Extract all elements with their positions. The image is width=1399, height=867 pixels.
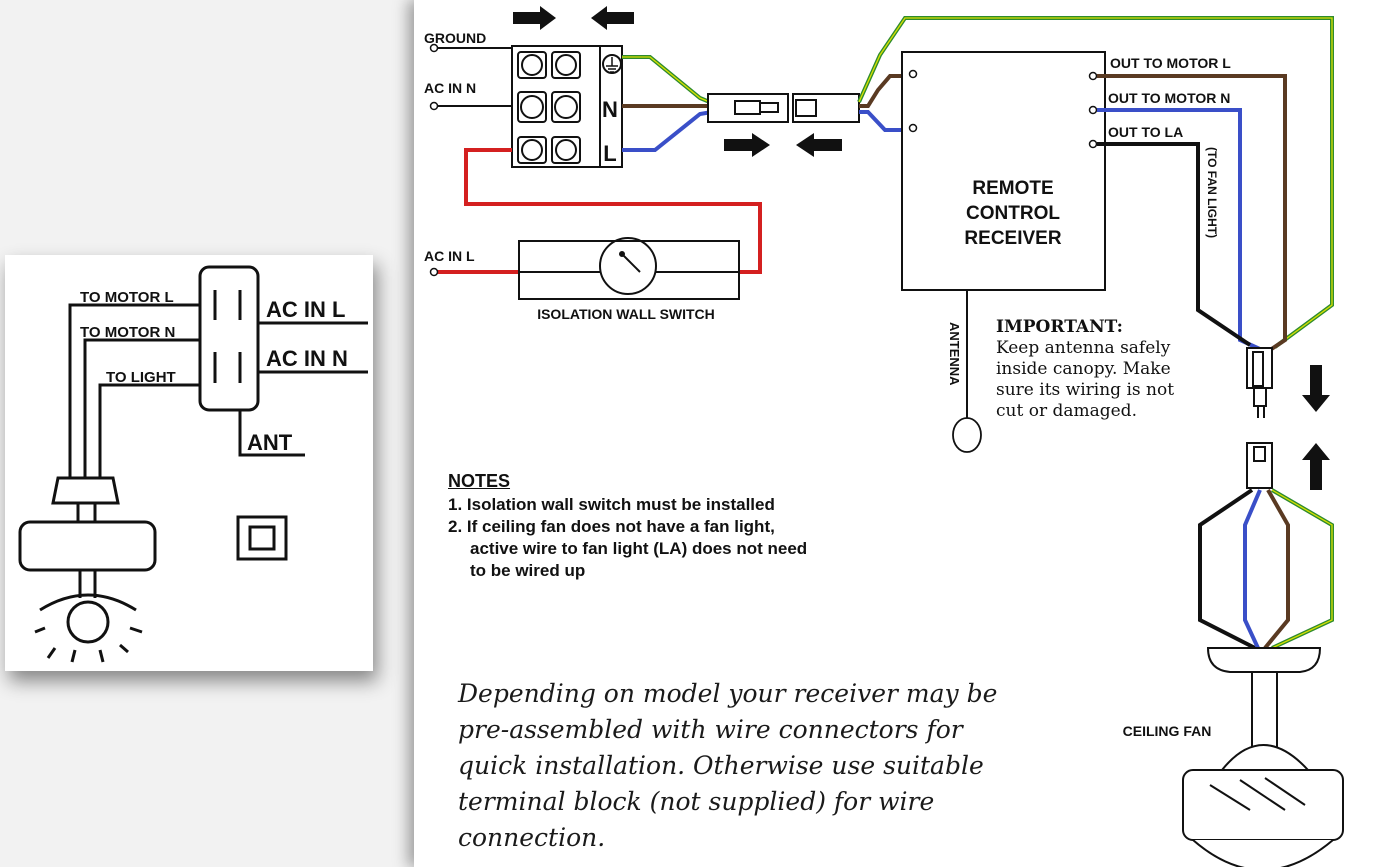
note-line-4: to be wired up — [470, 561, 586, 580]
remote-control-receiver — [901, 51, 1106, 291]
side-receiver-body — [198, 265, 260, 412]
side-label-to-motor-n: TO MOTOR N — [80, 324, 175, 341]
label-ac-in-n: AC IN N — [424, 80, 476, 96]
note-line-1: 1. Isolation wall switch must be install… — [448, 495, 775, 514]
preassembled-note: Depending on model your receiver may be … — [458, 679, 998, 852]
double-insulation-icon — [236, 515, 288, 561]
label-out-motor-l: OUT TO MOTOR L — [1110, 55, 1231, 71]
important-title: IMPORTANT: — [996, 317, 1123, 337]
label-ground: GROUND — [424, 30, 486, 46]
label-ac-in-l: AC IN L — [424, 248, 475, 264]
ceiling-fan — [1182, 647, 1344, 867]
note-line-3: active wire to fan light (LA) does not n… — [470, 539, 808, 558]
side-label-ant: ANT — [247, 430, 293, 455]
isolation-wall-switch — [518, 237, 740, 300]
side-label-ac-in-n: AC IN N — [266, 346, 348, 371]
terminal-label-l: L — [603, 141, 616, 166]
side-label-ac-in-l: AC IN L — [266, 297, 345, 322]
side-label-to-motor-l: TO MOTOR L — [80, 289, 174, 306]
side-label-to-light: TO LIGHT — [106, 369, 176, 386]
notes-title: NOTES — [448, 471, 511, 491]
receiver-label-line3: RECEIVER — [964, 228, 1061, 249]
note-line-2: 2. If ceiling fan does not have a fan li… — [448, 517, 775, 536]
inline-connector — [707, 93, 860, 123]
terminal-label-n: N — [602, 97, 618, 122]
terminal-block — [511, 45, 623, 168]
connector-arrows — [513, 6, 1330, 490]
receiver-label-line2: CONTROL — [966, 203, 1060, 224]
antenna-tip — [952, 417, 982, 453]
label-out-motor-n: OUT TO MOTOR N — [1108, 90, 1230, 106]
side-diagram — [18, 265, 368, 663]
receiver-label-line1: REMOTE — [972, 178, 1053, 199]
label-ceiling-fan: CEILING FAN — [1123, 723, 1212, 739]
important-body: Keep antenna safely inside canopy. Make … — [996, 338, 1175, 421]
output-plug-connector — [1246, 347, 1273, 489]
important-notice: IMPORTANT: Keep antenna safely inside ca… — [996, 317, 1176, 422]
label-to-fan-light: (TO FAN LIGHT) — [1205, 147, 1219, 238]
isolation-switch-label: ISOLATION WALL SWITCH — [537, 306, 715, 322]
label-antenna: ANTENNA — [947, 322, 962, 386]
earth-symbol-icon — [606, 57, 618, 73]
label-out-la: OUT TO LA — [1108, 124, 1183, 140]
